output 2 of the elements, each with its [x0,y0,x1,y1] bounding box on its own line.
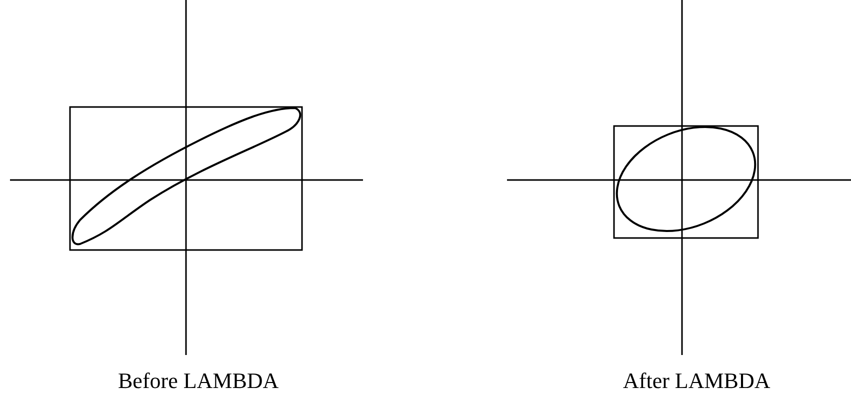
caption-text: Before LAMBDA [118,368,279,394]
caption-text: After LAMBDA [623,368,770,394]
